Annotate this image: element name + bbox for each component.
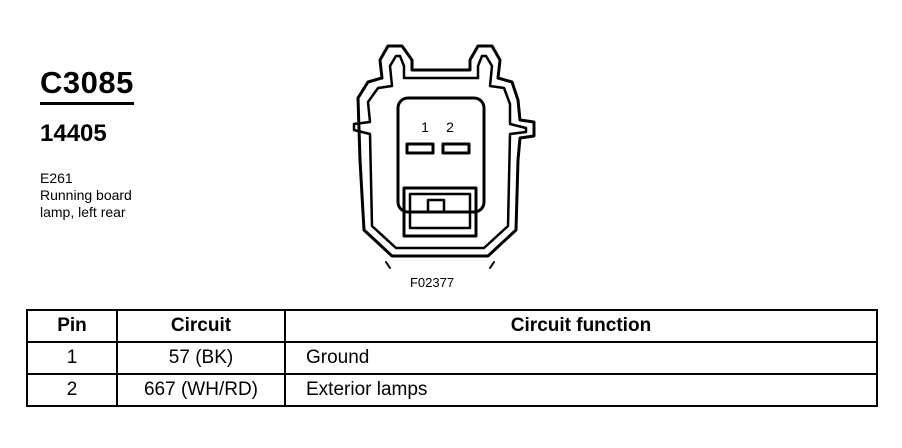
orientation-mark-left bbox=[385, 261, 391, 269]
connector-face-diagram: 1 2 F02377 bbox=[352, 44, 536, 290]
header-circuit: Circuit bbox=[116, 309, 286, 343]
location-code: E261 bbox=[40, 170, 73, 186]
connector-location: E261 Running board lamp, left rear bbox=[40, 170, 190, 221]
pin-2-cavity bbox=[441, 142, 471, 155]
cell-circuit-function: Exterior lamps bbox=[284, 373, 878, 407]
connector-outer-shell bbox=[356, 44, 536, 258]
cell-circuit: 667 (WH/RD) bbox=[116, 373, 286, 407]
cell-circuit: 57 (BK) bbox=[116, 341, 286, 375]
connector-id: C3085 bbox=[40, 66, 134, 105]
table-header-row: Pin Circuit Circuit function bbox=[26, 309, 878, 343]
pin-label-1: 1 bbox=[421, 119, 429, 135]
table-row: 2 667 (WH/RD) Exterior lamps bbox=[26, 373, 878, 407]
location-line: lamp, left rear bbox=[40, 204, 126, 220]
orientation-mark-right bbox=[489, 261, 495, 269]
cell-pin: 2 bbox=[26, 373, 118, 407]
locking-tab bbox=[402, 186, 478, 238]
pin-label-2: 2 bbox=[446, 119, 454, 135]
header-circuit-function: Circuit function bbox=[284, 309, 878, 343]
locking-tab-inner bbox=[408, 192, 472, 230]
location-line: Running board bbox=[40, 187, 132, 203]
figure-code: F02377 bbox=[410, 275, 454, 290]
locking-tab-notch bbox=[408, 198, 472, 214]
part-number: 14405 bbox=[40, 120, 107, 147]
cell-pin: 1 bbox=[26, 341, 118, 375]
header-pin: Pin bbox=[26, 309, 118, 343]
connector-inner-shell bbox=[352, 54, 528, 250]
pin-1-cavity bbox=[405, 142, 435, 155]
terminal-block bbox=[396, 96, 486, 214]
pinout-table: Pin Circuit Circuit function 1 57 (BK) G… bbox=[26, 309, 878, 407]
cell-circuit-function: Ground bbox=[284, 341, 878, 375]
table-row: 1 57 (BK) Ground bbox=[26, 341, 878, 375]
